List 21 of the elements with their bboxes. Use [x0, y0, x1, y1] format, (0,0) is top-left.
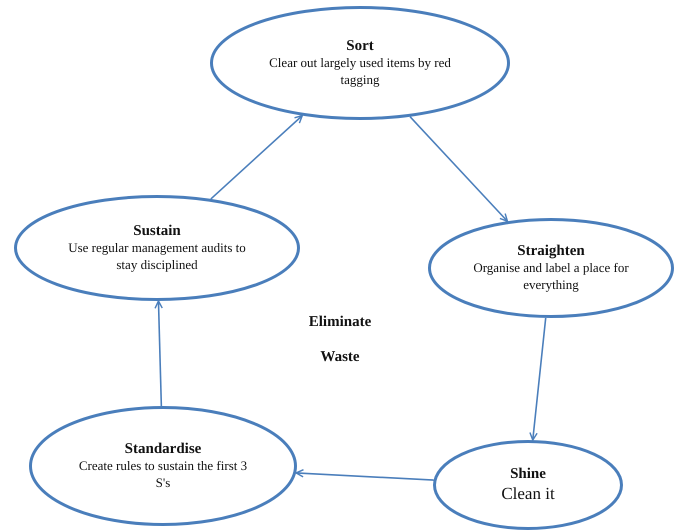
step-title: Sort — [346, 38, 374, 56]
arrow — [295, 469, 434, 481]
step-title: Shine — [510, 466, 546, 483]
arrow — [154, 300, 163, 406]
arrow — [409, 116, 508, 222]
step-ellipse — [14, 195, 300, 301]
step-description: Use regular management audits to stay disciplined — [67, 240, 247, 273]
center-label: Eliminate Waste — [308, 313, 372, 366]
step-title: Straighten — [517, 243, 585, 260]
step-ellipse — [428, 218, 674, 318]
step-description: Create rules to sustain the first 3 S's — [78, 458, 248, 491]
step-description: Clear out largely used items by red tagging — [268, 55, 452, 88]
arrow — [210, 114, 303, 200]
step-description: Organise and label a place for everything — [472, 260, 630, 293]
step-title: Standardise — [124, 441, 202, 458]
step-ellipse — [210, 6, 510, 120]
arrow — [529, 318, 546, 441]
step-ellipse — [433, 440, 623, 530]
step-ellipse — [29, 406, 297, 526]
step-title: Sustain — [133, 223, 181, 240]
step-description: Clean it — [501, 482, 555, 504]
